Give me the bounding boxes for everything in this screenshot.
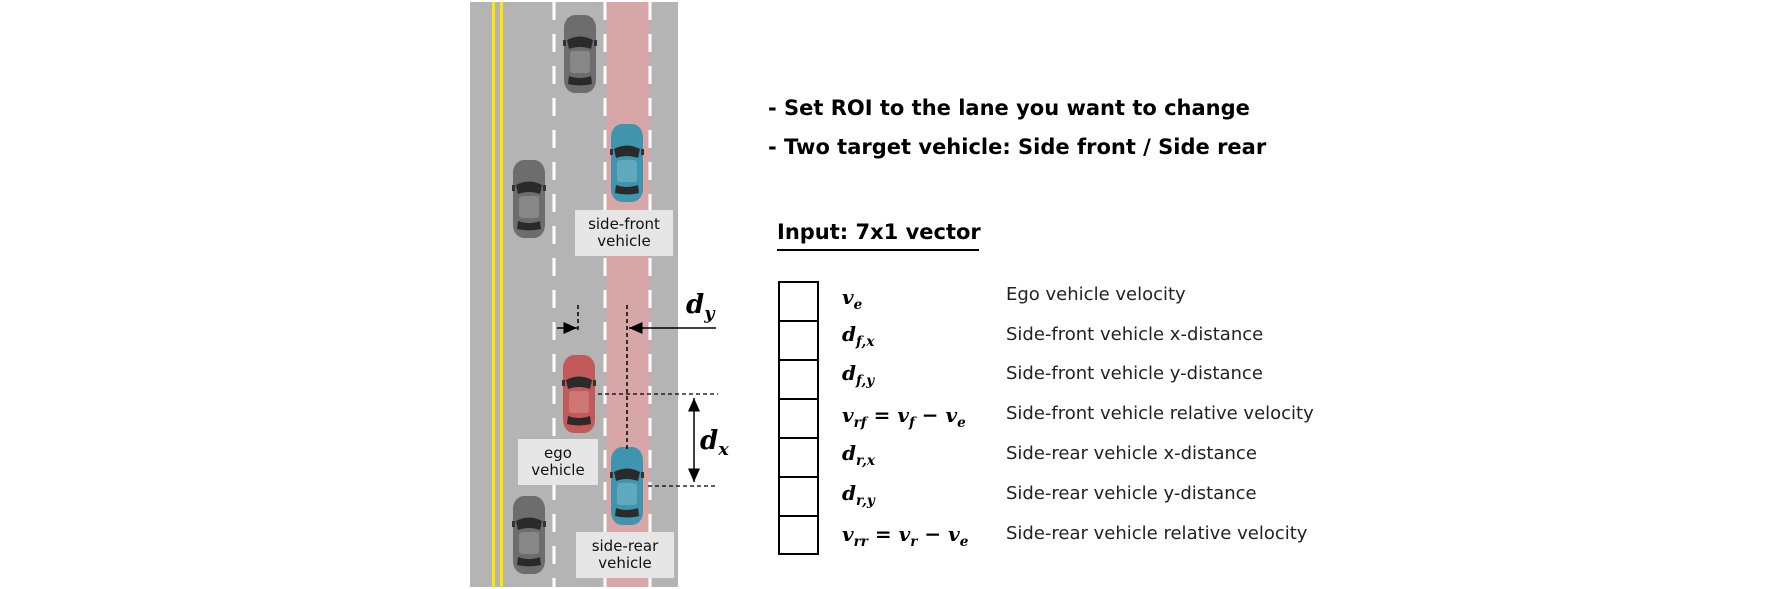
row-math-dfx: df,x	[842, 322, 875, 350]
row-math-vrr: vrr = vr − ve	[842, 522, 969, 550]
row-math-dfy: df,y	[842, 361, 875, 389]
input-vector-box	[778, 281, 819, 555]
row-desc-drx: Side-rear vehicle x-distance	[1006, 443, 1257, 464]
input-title-underline	[777, 249, 979, 251]
car-gray-left	[512, 160, 546, 238]
vector-cell-divider	[780, 320, 817, 322]
row-math-dry: dr,y	[842, 481, 875, 509]
input-title: Input: 7x1 vector	[777, 220, 981, 244]
row-math-vrr-rhs: = vr − ve	[867, 522, 969, 550]
vector-cell-divider	[780, 437, 817, 439]
row-desc-dfx: Side-front vehicle x-distance	[1006, 324, 1264, 345]
label-ego-line2: vehicle	[531, 461, 585, 479]
row-desc-ve: Ego vehicle velocity	[1006, 284, 1186, 305]
center-line-right	[500, 2, 503, 587]
car-side-rear	[610, 447, 644, 525]
bullet-roi: - Set ROI to the lane you want to change	[768, 96, 1250, 120]
vector-cell-divider	[780, 398, 817, 400]
row-desc-vrf: Side-front vehicle relative velocity	[1006, 403, 1314, 424]
label-side-front-line2: vehicle	[597, 232, 651, 250]
car-gray-bottom	[512, 496, 546, 574]
label-side-front-line1: side-front	[588, 215, 660, 233]
car-gray-top	[563, 15, 597, 93]
label-side-rear-line1: side-rear	[591, 537, 659, 555]
row-math-ve: ve	[842, 285, 863, 313]
row-math-vrf: vrf = vf − ve	[842, 403, 966, 431]
row-math-vrf-rhs: = vf − ve	[866, 403, 966, 431]
label-ego-line1: ego	[544, 444, 572, 462]
row-desc-vrr: Side-rear vehicle relative velocity	[1006, 523, 1308, 544]
bullet-targets: - Two target vehicle: Side front / Side …	[768, 135, 1267, 159]
car-side-front	[610, 124, 644, 202]
vector-cell-divider	[780, 476, 817, 478]
center-line-left	[492, 2, 495, 587]
row-desc-dry: Side-rear vehicle y-distance	[1006, 483, 1257, 504]
vector-cell-divider	[780, 515, 817, 517]
vector-cell-divider	[780, 359, 817, 361]
dim-dy-label: dy	[686, 290, 715, 325]
label-side-rear-line2: vehicle	[598, 554, 652, 572]
row-desc-dfy: Side-front vehicle y-distance	[1006, 363, 1263, 384]
dim-dx-label: dx	[700, 426, 729, 461]
row-math-drx: dr,x	[842, 441, 875, 469]
car-ego	[562, 355, 596, 433]
